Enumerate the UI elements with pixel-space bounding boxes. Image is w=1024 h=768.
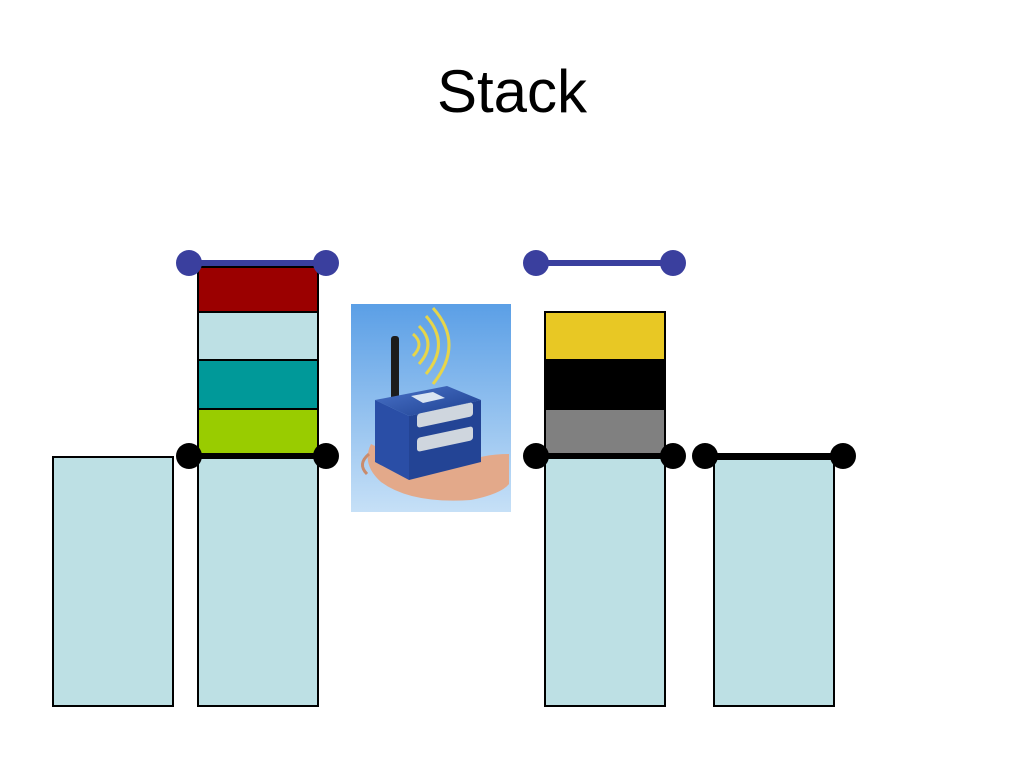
connector-dot xyxy=(830,443,856,469)
layer-gray xyxy=(544,408,666,458)
connector-dot xyxy=(660,443,686,469)
connector-dot xyxy=(313,443,339,469)
connector-dot xyxy=(176,250,202,276)
connector-dot xyxy=(523,250,549,276)
connector-bar-mid-left xyxy=(189,453,326,459)
connector-bar-mid-right xyxy=(536,453,673,459)
wireless-device-photo xyxy=(351,304,511,512)
wireless-sensor-icon xyxy=(351,304,511,512)
base-block-2 xyxy=(197,456,319,707)
base-block-1 xyxy=(52,456,174,707)
connector-dot xyxy=(660,250,686,276)
base-block-3 xyxy=(544,456,666,707)
page-title: Stack xyxy=(436,58,588,125)
layer-yellow xyxy=(544,311,666,361)
layer-red xyxy=(197,266,319,313)
connector-bar-top-left xyxy=(189,260,326,266)
connector-dot xyxy=(176,443,202,469)
layer-teal xyxy=(197,359,319,410)
connector-dot xyxy=(692,443,718,469)
layer-black xyxy=(544,359,666,410)
layer-green xyxy=(197,408,319,458)
layer-light-blue xyxy=(197,311,319,361)
connector-bar-top-right xyxy=(536,260,673,266)
connector-bar-far-right xyxy=(705,453,843,459)
connector-dot xyxy=(523,443,549,469)
base-block-4 xyxy=(713,458,835,707)
connector-dot xyxy=(313,250,339,276)
